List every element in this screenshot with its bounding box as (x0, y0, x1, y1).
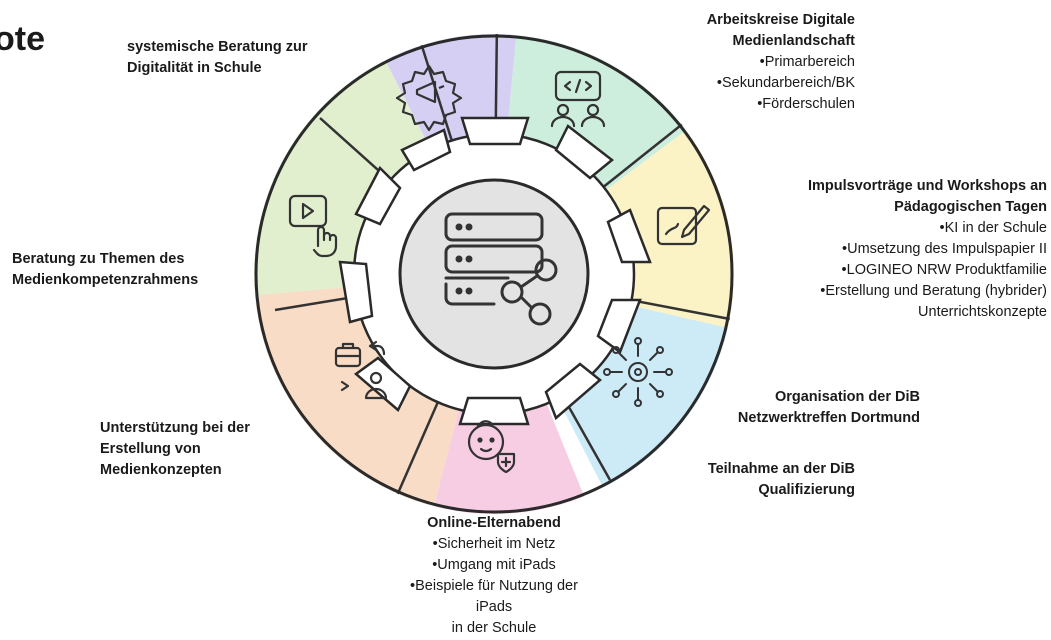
bullet-unterrichtskonzepte: Unterrichtskonzepte (918, 304, 1047, 320)
label-medienkonzepte-line3: Medienkonzepten (100, 462, 222, 478)
bullet-ipads: •Umgang mit iPads (432, 557, 556, 573)
label-teilnahme: Teilnahme an der DiB Qualifizierung (708, 459, 855, 501)
label-arbeitskreise-line1: Arbeitskreise Digitale (706, 12, 855, 28)
label-kompetenzrahmen-line1: Beratung zu Themen des (12, 251, 185, 267)
bullet-sekundarbereich: •Sekundarbereich/BK (716, 75, 855, 91)
bullet-primarbereich: •Primarbereich (759, 54, 855, 70)
network-gear-icon (603, 337, 673, 407)
bullet-beispiele: •Beispiele für Nutzung der (410, 578, 578, 594)
label-impuls-line2: Pädagogischen Tagen (894, 199, 1047, 215)
bullet-schule: in der Schule (451, 620, 537, 636)
label-systemisch: systemische Beratung zur Digitalität in … (127, 37, 308, 79)
label-organisation-line1: Organisation der DiB (774, 389, 920, 405)
label-arbeitskreise: Arbeitskreise Digitale Medienlandschaft … (707, 10, 855, 115)
label-impuls-line1: Impulsvorträge und Workshops an (807, 178, 1047, 194)
label-medienkonzepte-line1: Unterstützung bei der (100, 420, 250, 436)
video-touch-icon (288, 194, 338, 258)
megaphone-gear-icon (395, 64, 463, 132)
child-shield-icon (467, 420, 516, 474)
bullet-logineo: •LOGINEO NRW Produktfamilie (841, 262, 1047, 278)
label-teilnahme-line1: Teilnahme an der DiB (707, 461, 855, 477)
ring-tabs (338, 116, 652, 426)
center-hub (398, 178, 590, 370)
outer-ring (254, 34, 734, 514)
drawing-tablet-icon (656, 204, 711, 246)
label-systemisch-line1: systemische Beratung zur (127, 39, 308, 55)
label-arbeitskreise-line2: Medienlandschaft (732, 33, 855, 49)
page-title: ote (0, 20, 45, 58)
server-network-icon (444, 212, 558, 326)
bullet-impulspapier: •Umsetzung des Impulspapier II (842, 241, 1047, 257)
bullet-sicherheit: •Sicherheit im Netz (432, 536, 556, 552)
bullet-erstellung: •Erstellung und Beratung (hybrider) (820, 283, 1047, 299)
label-medienkonzepte: Unterstützung bei der Erstellung von Med… (100, 418, 250, 481)
bullet-ki: •KI in der Schule (939, 220, 1047, 236)
bullet-foerderschulen: •Förderschulen (757, 96, 855, 112)
bullet-ipads-2: iPads (475, 599, 513, 615)
code-people-icon (550, 70, 606, 128)
label-elternabend: Online-Elternabend •Sicherheit im Netz •… (374, 513, 614, 639)
label-organisation-line2: Netzwerktreffen Dortmund (737, 410, 920, 426)
label-medienkonzepte-line2: Erstellung von (100, 441, 201, 457)
briefcase-person-icon (334, 340, 388, 400)
label-teilnahme-line2: Qualifizierung (758, 482, 855, 498)
label-kompetenzrahmen-line2: Medienkompetenzrahmens (12, 272, 199, 288)
label-kompetenzrahmen: Beratung zu Themen des Medienkompetenzra… (12, 249, 198, 291)
label-systemisch-line2: Digitalität in Schule (127, 60, 262, 76)
label-impulsvortraege: Impulsvorträge und Workshops an Pädagogi… (808, 176, 1047, 323)
label-elternabend-line1: Online-Elternabend (427, 515, 561, 531)
label-organisation: Organisation der DiB Netzwerktreffen Dor… (738, 387, 920, 429)
